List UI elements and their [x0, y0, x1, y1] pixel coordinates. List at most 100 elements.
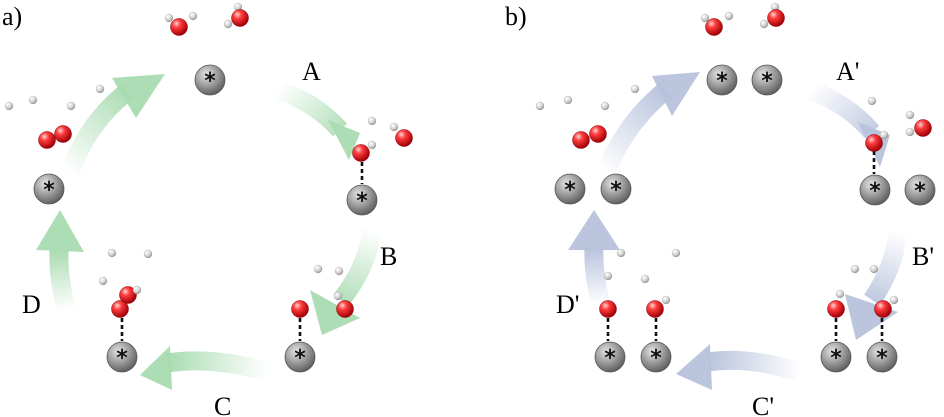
cycle-arrow-icon — [597, 72, 700, 176]
step-label-d: D — [22, 290, 41, 319]
cycle-arrow-icon — [274, 80, 360, 160]
hydrogen-atom-icon — [759, 19, 769, 29]
oxygen-atom-icon — [231, 9, 249, 27]
hydrogen-atom-icon — [905, 127, 915, 137]
catalytic-site-icon: * — [751, 64, 783, 96]
oxygen-atom-icon — [705, 18, 723, 36]
hydrogen-atom-icon — [630, 84, 640, 94]
hydrogen-atom-icon — [879, 130, 889, 140]
svg-text:*: * — [761, 69, 773, 94]
oxygen-atom-icon — [54, 125, 72, 143]
svg-text:*: * — [294, 346, 306, 371]
svg-text:*: * — [869, 179, 881, 204]
svg-text:*: * — [610, 178, 622, 203]
hydrogen-atom-icon — [333, 291, 343, 301]
catalytic-site-icon: * — [106, 341, 138, 373]
oxygen-atom-icon — [599, 300, 617, 318]
cycle-arrow-icon — [61, 74, 165, 176]
cycle-arrow-icon — [845, 230, 908, 340]
oxygen-atom-icon — [914, 119, 932, 137]
panel-b-label: b) — [505, 2, 527, 31]
cycle-arrow-icon — [568, 210, 620, 303]
catalytic-site-icon: * — [706, 64, 738, 96]
svg-text:*: * — [204, 69, 216, 94]
svg-text:*: * — [914, 179, 926, 204]
hydrogen-atom-icon — [640, 274, 650, 284]
svg-text:*: * — [876, 346, 888, 371]
hydrogen-atom-icon — [889, 295, 899, 305]
hydrogen-atom-icon — [334, 266, 344, 276]
svg-text:*: * — [716, 69, 728, 94]
oxygen-atom-icon — [865, 134, 883, 152]
hydrogen-atom-icon — [188, 11, 198, 21]
oxygen-atom-icon — [38, 131, 56, 149]
oxygen-atom-icon — [767, 9, 785, 27]
hydrogen-atom-icon — [563, 95, 573, 105]
svg-text:*: * — [604, 346, 616, 371]
hydrogen-atom-icon — [661, 295, 671, 305]
catalytic-site-icon: * — [859, 174, 891, 206]
hydrogen-atom-icon — [95, 84, 105, 94]
svg-text:*: * — [564, 178, 576, 203]
hydrogen-atom-icon — [603, 271, 613, 281]
svg-text:*: * — [830, 346, 842, 371]
catalytic-site-icon: * — [346, 184, 378, 216]
hydrogen-atom-icon — [600, 101, 610, 111]
hydrogen-atom-icon — [107, 248, 117, 258]
hydrogen-atom-icon — [389, 122, 399, 132]
hydrogen-atom-icon — [223, 19, 233, 29]
cycle-arrow-icon — [676, 344, 803, 390]
hydrogen-atom-icon — [850, 264, 860, 274]
step-label-a-prime: A' — [836, 57, 859, 86]
panel-a-label: a) — [2, 2, 22, 31]
cycle-arrow-icon — [806, 81, 890, 167]
svg-text:*: * — [43, 178, 55, 203]
oxygen-atom-icon — [646, 300, 664, 318]
cycle-arrow-icon — [310, 228, 382, 335]
oxygen-atom-icon — [589, 125, 607, 143]
hydrogen-atom-icon — [724, 11, 734, 21]
oxygen-atom-icon — [827, 300, 845, 318]
oxygen-atom-icon — [874, 300, 892, 318]
cycle-arrow-icon — [36, 210, 84, 311]
catalytic-site-icon: * — [194, 64, 226, 96]
hydrogen-atom-icon — [616, 248, 626, 258]
oxygen-atom-icon — [170, 18, 188, 36]
step-label-b-prime: B' — [912, 242, 934, 271]
hydrogen-atom-icon — [905, 110, 915, 120]
hydrogen-atom-icon — [66, 101, 76, 111]
hydrogen-atom-icon — [835, 289, 845, 299]
step-label-b: B — [380, 242, 397, 271]
hydrogen-atom-icon — [867, 96, 877, 106]
catalytic-site-icon: * — [600, 173, 632, 205]
hydrogen-atom-icon — [143, 249, 153, 259]
catalytic-site-icon: * — [904, 174, 936, 206]
hydrogen-atom-icon — [869, 264, 879, 274]
oxygen-atom-icon — [291, 300, 309, 318]
step-label-a: A — [302, 57, 321, 86]
svg-text:*: * — [116, 346, 128, 371]
panel-a: * * * * * — [4, 2, 413, 390]
step-label-d-prime: D' — [556, 290, 579, 319]
catalytic-site-icon: * — [866, 341, 898, 373]
catalytic-site-icon: * — [284, 341, 316, 373]
hydrogen-atom-icon — [367, 140, 377, 150]
step-label-c: C — [214, 392, 231, 417]
oxygen-atom-icon — [395, 129, 413, 147]
hydrogen-atom-icon — [671, 248, 681, 258]
oxygen-atom-icon — [119, 286, 137, 304]
oxygen-atom-icon — [352, 144, 370, 162]
hydrogen-atom-icon — [313, 264, 323, 274]
hydrogen-atom-icon — [164, 13, 174, 23]
svg-text:*: * — [650, 346, 662, 371]
catalytic-site-icon: * — [640, 341, 672, 373]
catalytic-site-icon: * — [554, 173, 586, 205]
hydrogen-atom-icon — [98, 276, 108, 286]
cycle-arrow-icon — [140, 346, 271, 390]
oxygen-atom-icon — [336, 300, 354, 318]
hydrogen-atom-icon — [367, 116, 377, 126]
oxygen-atom-icon — [111, 300, 129, 318]
catalytic-site-icon: * — [594, 341, 626, 373]
hydrogen-atom-icon — [535, 101, 545, 111]
